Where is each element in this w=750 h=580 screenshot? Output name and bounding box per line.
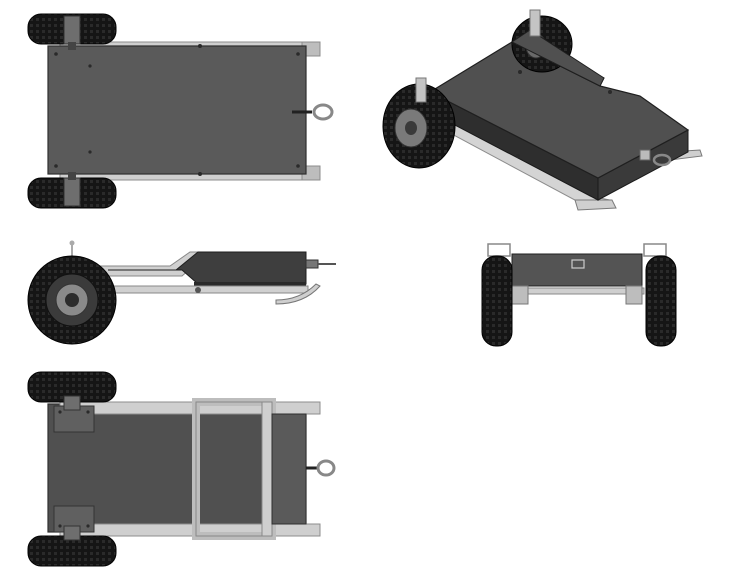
front-body	[511, 253, 643, 287]
side-body-bottom	[194, 282, 306, 288]
iso-wheel-front-hub-icon	[405, 121, 417, 135]
bottom-frame-crossbar	[261, 401, 273, 537]
isometric-view	[382, 9, 703, 211]
side-tow-latch	[305, 259, 319, 269]
side-lower-rail	[107, 285, 309, 294]
iso-wheel-bracket-front	[415, 77, 427, 103]
top-deck-bolts	[54, 44, 300, 176]
top-wheel-lower	[27, 172, 117, 209]
front-motor-left	[511, 285, 529, 305]
front-axle-bar	[509, 287, 645, 295]
side-antenna-tip-icon	[69, 240, 75, 246]
front-bracket-right	[643, 243, 667, 257]
side-skid-curve	[275, 283, 321, 305]
top-view	[27, 13, 334, 209]
top-deck-plate	[47, 45, 307, 175]
iso-deck-over-wheel	[511, 29, 605, 87]
bottom-bolts	[58, 410, 90, 528]
front-motor-right	[625, 285, 643, 305]
side-rail-pivot-icon	[195, 287, 201, 293]
front-wheel-right	[645, 255, 677, 347]
iso-tow-eye-icon	[652, 153, 672, 167]
side-wheel-axle-icon	[65, 293, 79, 307]
bottom-rail-upper	[59, 401, 321, 415]
front-wheel-left	[481, 255, 513, 347]
bottom-wheel-upper	[27, 371, 117, 411]
iso-skid-tip-front	[574, 199, 617, 211]
bottom-view	[27, 371, 336, 567]
iso-tow-latch	[639, 149, 651, 161]
front-bracket-left	[487, 243, 511, 257]
top-wheel-upper	[27, 13, 117, 50]
iso-deck-bolts	[516, 70, 612, 158]
front-latch-icon	[571, 259, 585, 269]
side-view	[27, 240, 336, 345]
bottom-tow-eye-icon	[316, 459, 336, 477]
iso-wheel-bracket-rear	[529, 9, 541, 37]
bottom-wheel-lower	[27, 525, 117, 567]
bottom-rear-plate	[271, 413, 307, 525]
top-tow-eye-icon	[312, 103, 334, 121]
bottom-rail-lower	[59, 523, 321, 537]
front-view	[481, 243, 677, 347]
